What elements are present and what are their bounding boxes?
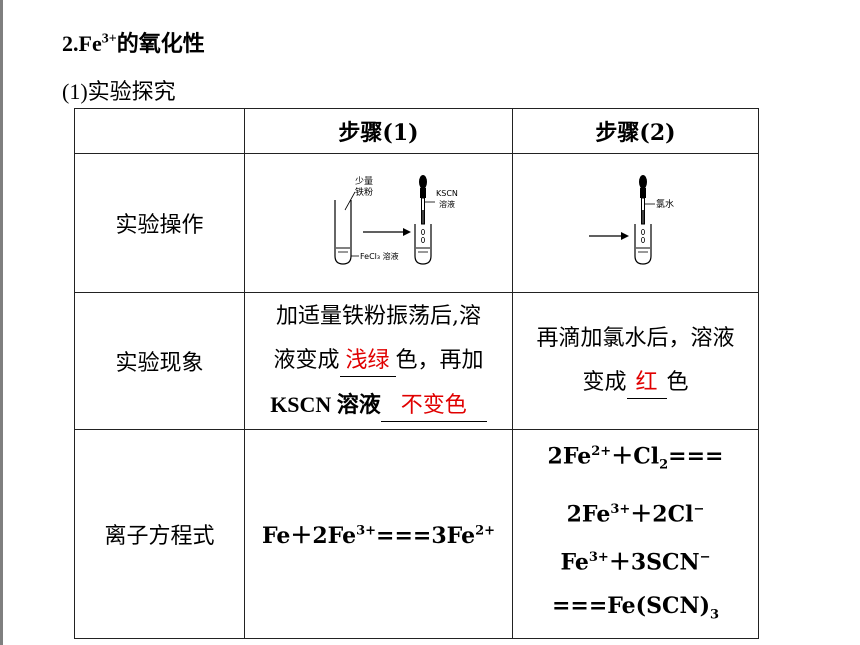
iron-label-line2: 铁粉 [355, 186, 373, 198]
step1-diagram-cell: 少量 铁粉 KSCN 溶液 [244, 153, 513, 293]
arrow-right-icon [362, 228, 411, 236]
row-label-operation: 实验操作 [74, 153, 245, 293]
step2-apparatus-diagram: 氯水 [588, 175, 674, 265]
step1-equation: Fe＋2Fe3+===3Fe2+ [244, 429, 513, 639]
eq2-line1: 2Fe2+＋Cl2=== [547, 443, 724, 473]
header-row: 步骤(1) 步骤(2) [74, 108, 759, 154]
test-tube-left [333, 200, 352, 265]
left-edge-rule [0, 0, 3, 645]
obs2-line2: 变成红色 [513, 361, 758, 405]
test-tube [633, 224, 652, 265]
step2-equations: 2Fe2+＋Cl2=== 2Fe3+＋2Cl− Fe3+＋3SCN− ===Fe… [512, 429, 759, 639]
obs2-line1: 再滴加氯水后，溶液 [536, 326, 735, 351]
row-label-equation: 离子方程式 [74, 429, 245, 639]
chlorine-label: 氯水 [656, 198, 674, 210]
kscn-label-line1: KSCN [436, 189, 458, 198]
step1-apparatus-diagram: 少量 铁粉 KSCN 溶液 [333, 175, 458, 265]
section-heading: 2.Fe3+的氧化性 [62, 31, 205, 56]
test-tube-right [413, 224, 432, 265]
header-step1: 步骤(1) [244, 108, 513, 154]
equation-row: 离子方程式 Fe＋2Fe3+===3Fe2+ 2Fe2+＋Cl2=== 2Fe3… [74, 429, 759, 639]
step1-observation: 加适量铁粉振荡后,溶 液变成浅绿色，再加 KSCN 溶液不变色 [244, 292, 513, 430]
eq2-line2: 2Fe3+＋2Cl− [566, 501, 705, 528]
step2-diagram-cell: 氯水 [512, 153, 759, 293]
subsection-heading: (1)实验探究 [62, 79, 176, 104]
obs1-line1: 加适量铁粉振荡后,溶 [276, 303, 481, 329]
obs1-line2: 液变成浅绿色，再加 [245, 339, 512, 383]
answer-no-change: 不变色 [380, 391, 487, 422]
experiment-table: 步骤(1) 步骤(2) 实验操作 少量 铁粉 [74, 108, 759, 639]
kscn-label-line2: 溶液 [439, 199, 455, 209]
iron-label-line1: 少量 [355, 176, 373, 187]
answer-light-green: 浅绿 [339, 346, 396, 377]
answer-red: 红 [626, 368, 667, 399]
operation-row: 实验操作 少量 铁粉 [74, 153, 759, 293]
dropper-icon [638, 175, 647, 225]
obs1-line3: KSCN 溶液不变色 [245, 383, 512, 428]
iron-pointer-line [344, 191, 355, 211]
eq2-line4: ===Fe(SCN)3 [551, 593, 720, 623]
header-step2: 步骤(2) [512, 108, 759, 154]
observation-row: 实验现象 加适量铁粉振荡后,溶 液变成浅绿色，再加 KSCN 溶液不变色 再滴加… [74, 292, 759, 430]
arrow-right-icon [588, 232, 629, 240]
row-label-observation: 实验现象 [74, 292, 245, 430]
header-empty-cell [74, 108, 245, 154]
dropper-icon [418, 175, 427, 225]
fecl3-label: FeCl₃ 溶液 [360, 251, 399, 261]
step2-observation: 再滴加氯水后，溶液 变成红色 [512, 292, 759, 430]
eq2-line3: Fe3+＋3SCN− [560, 549, 711, 576]
